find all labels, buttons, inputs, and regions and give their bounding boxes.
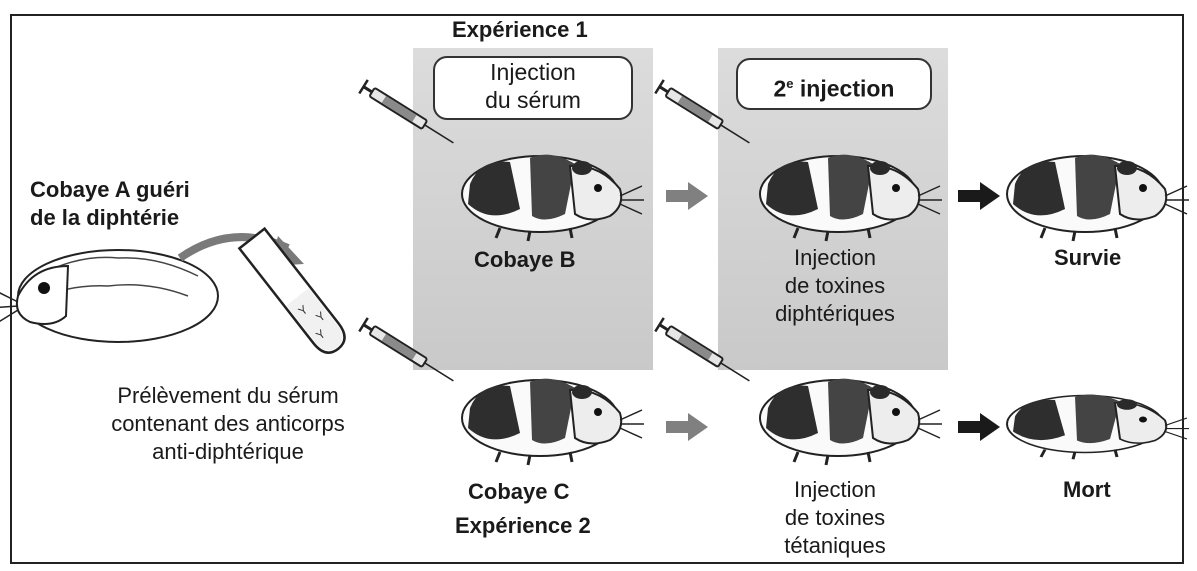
death-label: Mort xyxy=(1063,476,1111,504)
guinea-pig-c-icon xyxy=(462,379,644,465)
second-injection-superscript: e xyxy=(786,76,793,91)
guinea-pig-a-icon xyxy=(0,250,218,342)
tetanus-toxin-line2: de toxines xyxy=(740,504,930,532)
guinea-pig-b-icon xyxy=(462,155,644,241)
arrow-dark-c-icon xyxy=(958,413,1000,441)
experience1-title: Expérience 1 xyxy=(452,16,588,44)
guinea-pig-c-second-icon xyxy=(760,379,942,465)
experience2-title: Expérience 2 xyxy=(455,512,591,540)
survival-label: Survie xyxy=(1054,244,1121,272)
diphtheria-toxin-line1: Injection xyxy=(740,244,930,272)
serum-collection-text: Prélèvement du sérum contenant des antic… xyxy=(78,382,378,466)
injection-serum-line2: du sérum xyxy=(435,86,631,114)
syringe-serum-c-icon xyxy=(359,318,457,388)
serum-collection-line1: Prélèvement du sérum xyxy=(78,382,378,410)
injection-serum-box: Injection du sérum xyxy=(433,56,633,120)
cobaye-c-label: Cobaye C xyxy=(468,478,569,506)
second-injection-box: 2e injection xyxy=(736,58,932,110)
syringe-toxin-c-icon xyxy=(655,318,753,388)
second-injection-number: 2 xyxy=(774,76,787,102)
tetanus-toxin-text: Injection de toxines tétaniques xyxy=(740,476,930,560)
diphtheria-toxin-text: Injection de toxines diphtériques xyxy=(740,244,930,328)
test-tube-icon: Y Y Y xyxy=(239,229,350,359)
injection-serum-line1: Injection xyxy=(435,58,631,86)
guinea-pig-b-second-icon xyxy=(760,155,942,241)
diphtheria-toxin-line2: de toxines xyxy=(740,272,930,300)
cobaye-a-label: Cobaye A guéri de la diphtérie xyxy=(30,176,190,232)
serum-collection-line3: anti-diphtérique xyxy=(78,438,378,466)
tetanus-toxin-line3: tétaniques xyxy=(740,532,930,560)
arrow-gray-b-icon xyxy=(666,182,708,210)
guinea-pig-b-survived-icon xyxy=(1007,155,1189,241)
second-injection-text: injection xyxy=(794,76,895,102)
cobaye-a-line1: Cobaye A guéri xyxy=(30,176,190,204)
guinea-pig-c-dead-icon xyxy=(1007,394,1189,459)
serum-collection-line2: contenant des anticorps xyxy=(78,410,378,438)
cobaye-a-line2: de la diphtérie xyxy=(30,204,190,232)
cobaye-b-label: Cobaye B xyxy=(474,246,575,274)
arrow-dark-b-icon xyxy=(958,182,1000,210)
arrow-gray-c-icon xyxy=(666,413,708,441)
diphtheria-toxin-line3: diphtériques xyxy=(740,300,930,328)
tetanus-toxin-line1: Injection xyxy=(740,476,930,504)
